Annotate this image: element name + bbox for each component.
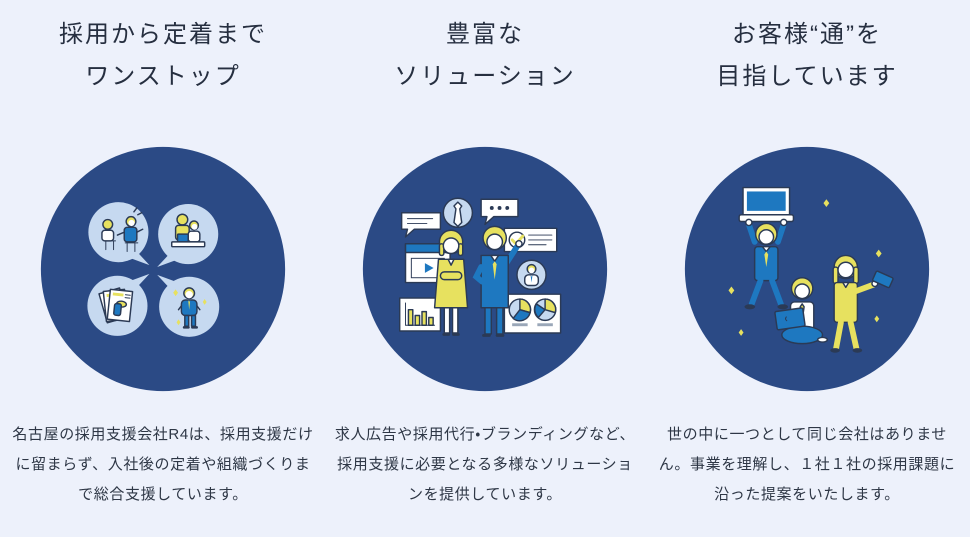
laptop-lifting-figure <box>738 186 795 310</box>
feature-column-solutions: 豊富な ソリューション <box>324 0 646 537</box>
interview-bubble-icon <box>88 202 149 263</box>
feature-title-solutions: 豊富な ソリューション <box>394 14 576 98</box>
navy-circle-background <box>684 146 930 392</box>
feature-description-onestop: 名古屋の採用支援会社R4は、採用支援だけに留まらず、入社後の定着や組織づくりまで… <box>12 426 314 503</box>
person-badge-icon <box>516 259 547 291</box>
feature-title-line2: 目指しています <box>716 63 898 90</box>
consultant-man-figure <box>472 225 523 337</box>
feature-column-customer-expert: お客様“通”を 目指しています <box>646 0 968 537</box>
feature-title-line1: 豊富な <box>446 21 524 48</box>
training-desk-bubble-icon <box>158 204 219 265</box>
feature-title-onestop: 採用から定着まで ワンストップ <box>59 14 267 98</box>
navy-circle-background <box>40 146 286 392</box>
feature-description-customer-expert: 世の中に一つとして同じ会社はありません。事業を理解し、１社１社の採用課題に沿った… <box>658 426 956 503</box>
feature-title-line2: ワンストップ <box>85 63 241 90</box>
flyers-bubble-icon <box>87 275 148 336</box>
sparkle-icon <box>874 315 880 323</box>
necktie-badge-icon <box>442 197 474 229</box>
onestop-illustration <box>40 146 286 392</box>
consultant-woman-figure <box>433 229 469 336</box>
sparkle-icon <box>875 249 882 258</box>
bar-chart-icon <box>398 297 442 332</box>
candidate-bubble-icon <box>159 276 220 337</box>
team-illustration <box>684 146 930 392</box>
speech-bubble-icon <box>400 212 442 238</box>
feature-title-line2: ソリューション <box>394 63 576 90</box>
feature-title-line1: お客様“通”を <box>732 21 882 48</box>
seated-laptop-figure <box>774 276 829 345</box>
feature-title-customer-expert: お客様“通”を 目指しています <box>716 14 897 98</box>
sparkle-icon <box>823 199 830 207</box>
feature-description-solutions: 求人広告や採用代行・ブランディングなど、採用支援に必要となる多様なソリューション… <box>334 426 636 503</box>
solutions-illustration <box>362 146 608 392</box>
feature-title-line1: 採用から定着まで <box>59 21 267 48</box>
tablet-woman-figure <box>830 254 894 353</box>
dots-speech-bubble-icon <box>480 198 519 226</box>
sparkle-icon <box>728 286 735 295</box>
sparkle-icon <box>202 299 207 305</box>
pie-chart-card-icon <box>503 293 562 334</box>
feature-column-onestop: 採用から定着まで ワンストップ <box>2 0 324 537</box>
checklist-card-icon <box>503 227 558 253</box>
sparkle-icon <box>738 329 744 336</box>
